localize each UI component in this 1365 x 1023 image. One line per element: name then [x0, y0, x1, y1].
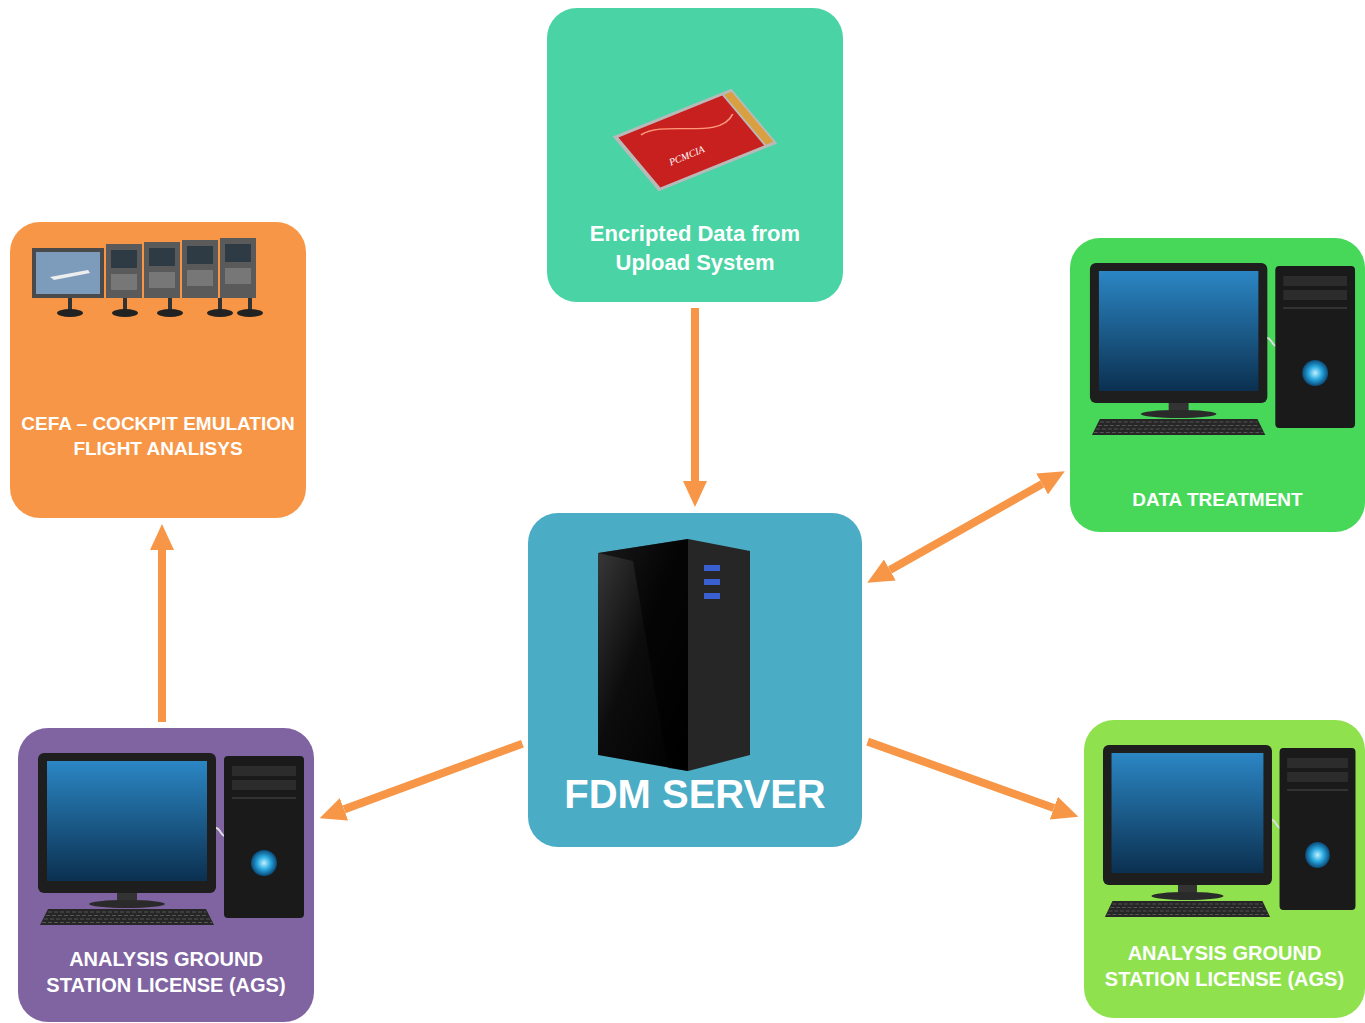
workstation-box: DATA TREATMENT — [1070, 238, 1365, 532]
arrow-connector — [868, 742, 1054, 808]
arrow-connector — [344, 744, 522, 810]
cockpit-icon — [10, 222, 306, 342]
arrow-connector — [158, 550, 166, 722]
arrow-connector — [691, 308, 699, 481]
node-label: FDM SERVER — [538, 768, 852, 820]
server-box: FDM SERVER — [528, 513, 862, 847]
computer-icon — [1070, 238, 1365, 438]
computer-icon — [18, 728, 314, 928]
node-label: DATA TREATMENT — [1080, 488, 1355, 513]
cockpit-box: CEFA – COCKPIT EMULATION FLIGHT ANALISYS — [10, 222, 306, 518]
node-label: ANALYSIS GROUND STATION LICENSE (AGS) — [1094, 940, 1355, 992]
node-label: CEFA – COCKPIT EMULATION FLIGHT ANALISYS — [20, 412, 296, 461]
computer-icon — [1084, 720, 1365, 920]
pcmcia-card-icon — [547, 8, 843, 208]
arrow-connector — [890, 484, 1042, 570]
workstation-box: ANALYSIS GROUND STATION LICENSE (AGS) — [1084, 720, 1365, 1018]
node-label: ANALYSIS GROUND STATION LICENSE (AGS) — [28, 946, 304, 998]
workstation-box: ANALYSIS GROUND STATION LICENSE (AGS) — [18, 728, 314, 1022]
node-label: Encripted Data from Upload System — [557, 220, 833, 277]
